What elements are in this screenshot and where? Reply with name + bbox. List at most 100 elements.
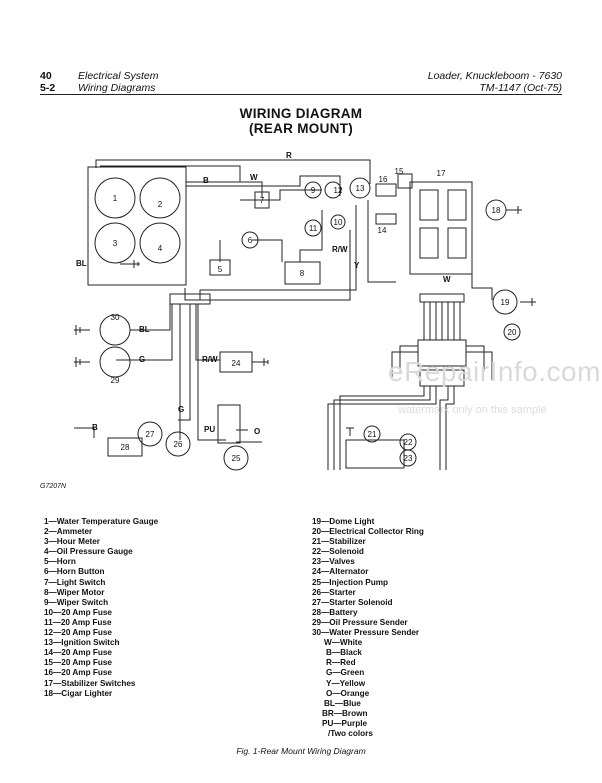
callout-12: 12 (334, 186, 343, 195)
callout-29: 29 (111, 376, 120, 385)
diagram-title-line2: (REAR MOUNT) (248, 121, 354, 136)
wire-label-w-2: W (443, 275, 451, 284)
callout-21: 21 (368, 430, 377, 439)
legend-item: B—Black (326, 648, 362, 658)
callout-18: 18 (492, 206, 501, 215)
section-number: 5-2 (40, 82, 56, 94)
legend-item: 28—Battery (312, 607, 358, 617)
wire-label-bl: BL (76, 259, 87, 268)
diagram-title-line1: WIRING DIAGRAM (239, 106, 363, 121)
legend-item: O—Orange (326, 688, 370, 698)
legend-item: 26—Starter (312, 587, 356, 597)
legend-item: 9—Wiper Switch (44, 597, 109, 607)
legend-item: G—Green (326, 668, 365, 678)
image-code: G7207N (40, 483, 67, 490)
callout-15: 15 (395, 167, 404, 176)
diagram-title: WIRING DIAGRAM (REAR MOUNT) (0, 106, 602, 136)
callout-25: 25 (232, 454, 241, 463)
legend-item: 20—Electrical Collector Ring (312, 527, 424, 537)
callout-7: 7 (260, 196, 265, 205)
callout-24: 24 (232, 359, 241, 368)
legend-item: 27—Starter Solenoid (312, 597, 393, 607)
legend-item: 2—Ammeter (44, 527, 93, 537)
callout-5: 5 (218, 265, 223, 274)
legend-item: 25—Injection Pump (312, 577, 388, 587)
page-number: 40 (40, 70, 52, 82)
wire-label-o: O (254, 427, 260, 436)
callout-9: 9 (311, 186, 316, 195)
header-rule (40, 94, 562, 95)
legend-item: 18—Cigar Lighter (44, 688, 113, 698)
legend-item: 5—Horn (44, 557, 76, 567)
figure-caption: Fig. 1-Rear Mount Wiring Diagram (236, 746, 366, 756)
callout-3: 3 (113, 239, 118, 248)
legend-item: 24—Alternator (312, 567, 369, 577)
legend-item: Y—Yellow (326, 678, 366, 688)
callout-28: 28 (121, 443, 130, 452)
wire-label-b-2: B (92, 423, 98, 432)
subsection-title: Wiring Diagrams (78, 82, 156, 94)
legend-item: 1—Water Temperature Gauge (44, 517, 159, 526)
callout-19: 19 (501, 298, 510, 307)
legend-item: BR—Brown (322, 708, 368, 718)
callout-numbers: 1 2 3 4 5 6 7 8 9 10 11 12 13 14 15 16 1… (111, 167, 517, 463)
legend-item: PU—Purple (322, 718, 368, 728)
legend-item: 4—Oil Pressure Gauge (44, 547, 133, 557)
watermark-notice: watermark only on this sample (398, 404, 547, 416)
callout-4: 4 (158, 244, 163, 253)
legend-item: 30—Water Pressure Sender (312, 628, 420, 638)
wire-label-rw: R/W (202, 355, 218, 364)
callout-13: 13 (356, 184, 365, 193)
wire-label-pu: PU (204, 425, 215, 434)
legend-right: 19—Dome Light 20—Electrical Collector Ri… (312, 517, 424, 739)
wire-labels: R B W BL BL G R/W R/W Y PU O B W G (76, 151, 451, 436)
legend-left: 1—Water Temperature Gauge 2—Ammeter 3—Ho… (44, 517, 158, 699)
callout-26: 26 (174, 440, 183, 449)
callout-10: 10 (334, 218, 343, 227)
legend-item: 3—Hour Meter (44, 537, 100, 547)
watermark-site: eRepairInfo.com (388, 356, 601, 387)
wire-label-y: Y (354, 261, 360, 270)
wire-label-b: B (203, 176, 209, 185)
callout-30: 30 (111, 313, 120, 322)
legend-item: 8—Wiper Motor (44, 587, 105, 597)
wire-label-r: R (286, 151, 292, 160)
callout-16: 16 (379, 175, 388, 184)
legend-item: 22—Solenoid (312, 547, 364, 557)
legend-item: 11—20 Amp Fuse (44, 617, 112, 627)
wire-label-g: G (139, 355, 145, 364)
page-number-row: 40 (40, 70, 52, 82)
wire-label-bl-2: BL (139, 325, 150, 334)
legend-item: 17—Stabilizer Switches (44, 678, 136, 688)
callout-2: 2 (158, 200, 163, 209)
legend-item: 12—20 Amp Fuse (44, 628, 112, 638)
callout-11: 11 (309, 224, 318, 233)
legend-item: BL—Blue (324, 698, 361, 708)
legend-item: 13—Ignition Switch (44, 638, 120, 648)
callout-20: 20 (508, 328, 517, 337)
manual-code: TM-1147 (Oct-75) (479, 82, 562, 94)
legend-item: 21—Stabilizer (312, 537, 366, 547)
legend-item: 10—20 Amp Fuse (44, 607, 112, 617)
section-title: Electrical System (78, 70, 159, 82)
legend-item: 16—20 Amp Fuse (44, 668, 112, 678)
gauge-panel (87, 166, 187, 286)
callout-22: 22 (404, 438, 413, 447)
callout-1: 1 (113, 194, 118, 203)
callout-14: 14 (378, 226, 387, 235)
book-title: Loader, Knuckleboom - 7630 (427, 70, 562, 82)
callout-23: 23 (404, 454, 413, 463)
wire-label-g-2: G (178, 405, 184, 414)
callout-27: 27 (146, 430, 155, 439)
callout-6: 6 (248, 236, 253, 245)
legend-item: 14—20 Amp Fuse (44, 648, 112, 658)
legend-item: W—White (324, 638, 363, 648)
callout-17: 17 (437, 169, 446, 178)
legend-item: 7—Light Switch (44, 577, 106, 587)
legend-item: 29—Oil Pressure Sender (312, 617, 408, 627)
legend-item: 23—Valves (312, 557, 355, 567)
legend-item: /Two colors (328, 728, 373, 738)
wire-label-w: W (250, 173, 258, 182)
legend-item: 6—Horn Button (44, 567, 105, 577)
wire-label-rw-2: R/W (332, 245, 348, 254)
